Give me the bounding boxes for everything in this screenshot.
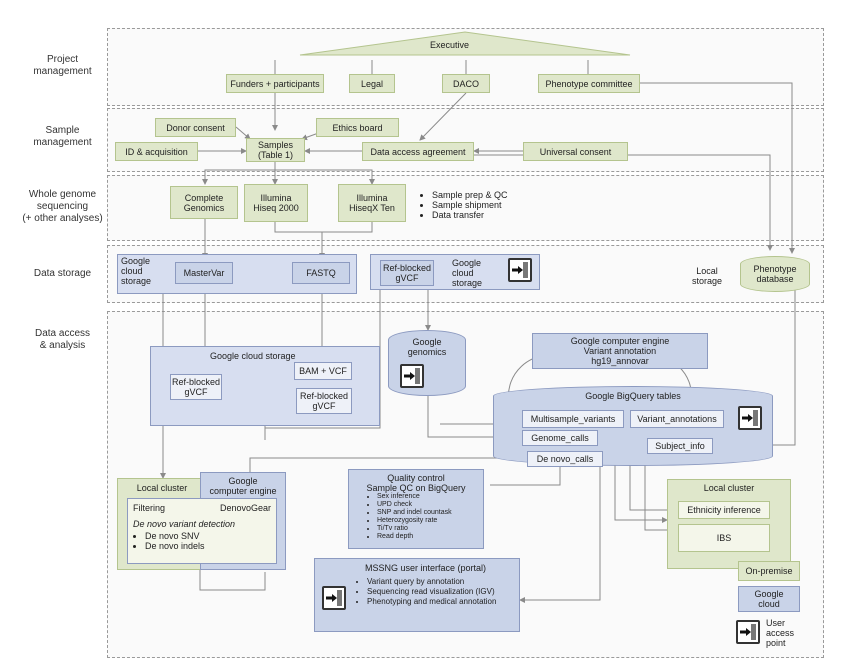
gcs-label-1: Google cloud storage	[121, 256, 152, 286]
legend-user-access-icon	[736, 620, 760, 644]
local-storage-label: Local storage	[692, 266, 723, 286]
portal-item: Variant query by annotation	[367, 577, 513, 587]
genome-calls-table: Genome_calls	[522, 430, 598, 446]
legend-user-access-label: User access point	[766, 618, 795, 648]
portal-list: Variant query by annotation Sequencing r…	[355, 577, 513, 607]
ibs-box: IBS	[678, 524, 770, 552]
qc-item: Read depth	[377, 533, 477, 541]
google-genomics-label: Google genomics	[407, 337, 447, 357]
qc-title: Quality control Sample QC on BigQuery	[366, 473, 466, 493]
executive-label: Executive	[430, 40, 470, 50]
user-access-point-icon[interactable]	[738, 406, 762, 430]
gcs-analysis-title: Google cloud storage	[210, 351, 296, 361]
ethnicity-inference-box: Ethnicity inference	[678, 501, 770, 519]
row-label-sample: Sample management	[33, 125, 92, 148]
id-acquisition-box: ID & acquisition	[115, 142, 198, 161]
filtering-label: Filtering DenovoGear	[133, 503, 271, 513]
mastervar-box: MasterVar	[175, 262, 233, 284]
legend-google-cloud: Google cloud	[738, 586, 800, 612]
bam-vcf-box: BAM + VCF	[294, 362, 352, 380]
qc-item: SNP and indel countask	[377, 509, 477, 517]
phenotype-database: Phenotype database	[740, 256, 810, 292]
user-access-point-icon[interactable]	[508, 258, 532, 282]
local-cluster-right-title: Local cluster	[703, 483, 755, 493]
denovo-calls-table: De novo_calls	[527, 451, 603, 467]
user-access-point-icon[interactable]	[322, 586, 346, 610]
variant-annotations-table: Variant_annotations	[630, 410, 724, 428]
qc-item: Ti/Tv ratio	[377, 525, 477, 533]
legal-box: Legal	[349, 74, 395, 93]
variant-annotation-label: Variant annotation hg19_annovar	[583, 346, 657, 366]
ref-gvcf-analysis-a: Ref-blocked gVCF	[170, 374, 222, 400]
local-cluster-left-title: Local cluster	[136, 483, 188, 493]
gcs-label-2: Google cloud storage	[452, 258, 483, 288]
illumina-hiseq2000-box: Illumina Hiseq 2000	[244, 184, 308, 222]
denovo-snv-item: De novo SNV	[145, 531, 271, 541]
row-label-wgs: Whole genome sequencing (+ other analyse…	[22, 189, 103, 224]
wgs-bullet-list: Sample prep & QC Sample shipment Data tr…	[420, 190, 508, 220]
qc-item: UPD check	[377, 501, 477, 509]
filtering-text: Filtering	[133, 503, 166, 513]
denovo-list: De novo SNV De novo indels	[133, 531, 271, 551]
universal-consent-box: Universal consent	[523, 142, 628, 161]
mssng-portal-box: MSSNG user interface (portal) Variant qu…	[314, 558, 520, 632]
denovo-indels-item: De novo indels	[145, 541, 271, 551]
qc-item: Sex inference	[377, 493, 477, 501]
daco-box: DACO	[442, 74, 490, 93]
portal-item: Phenotyping and medical annotation	[367, 597, 513, 607]
bigquery-title: Google BigQuery tables	[585, 391, 681, 401]
multisample-variants-table: Multisample_variants	[522, 410, 624, 428]
wgs-bullet: Sample shipment	[432, 200, 508, 210]
quality-control-box: Quality control Sample QC on BigQuery Se…	[348, 469, 484, 549]
qc-item: Heterozygosity rate	[377, 517, 477, 525]
samples-box: Samples (Table 1)	[246, 138, 305, 162]
wgs-bullet: Data transfer	[432, 210, 508, 220]
qc-list: Sex inference UPD check SNP and indel co…	[365, 493, 477, 541]
compute-engine-title: Google computer engine	[570, 336, 670, 346]
row-label-access: Data access & analysis	[34, 328, 91, 351]
row-label-storage: Data storage	[33, 268, 92, 279]
gce2-title: Google computer engine	[209, 476, 277, 496]
compute-engine-box: Google computer engine Variant annotatio…	[532, 333, 708, 369]
denovo-detection-label: De novo variant detection	[133, 519, 236, 529]
ref-gvcf-analysis-b: Ref-blocked gVCF	[296, 388, 352, 414]
ethics-board-box: Ethics board	[316, 118, 399, 137]
donor-consent-box: Donor consent	[155, 118, 236, 137]
complete-genomics-box: Complete Genomics	[170, 186, 238, 219]
wgs-bullet: Sample prep & QC	[432, 190, 508, 200]
phenotype-committee-box: Phenotype committee	[538, 74, 640, 93]
data-access-agreement-box: Data access agreement	[362, 142, 474, 161]
illumina-hiseqx-box: Illumina HiseqX Ten	[338, 184, 406, 222]
ref-gvcf-storage-box: Ref-blocked gVCF	[380, 260, 434, 286]
denovogear-text: DenovoGear	[219, 503, 271, 513]
row-label-project: Project management	[33, 54, 92, 77]
funders-participants-box: Funders + participants	[226, 74, 324, 93]
user-access-point-icon[interactable]	[400, 364, 424, 388]
subject-info-table: Subject_info	[647, 438, 713, 454]
portal-item: Sequencing read visualization (IGV)	[367, 587, 513, 597]
legend-on-premise: On-premise	[738, 561, 800, 581]
filtering-box: Filtering DenovoGear De novo variant det…	[127, 498, 277, 564]
portal-title: MSSNG user interface (portal)	[365, 563, 487, 573]
fastq-box: FASTQ	[292, 262, 350, 284]
